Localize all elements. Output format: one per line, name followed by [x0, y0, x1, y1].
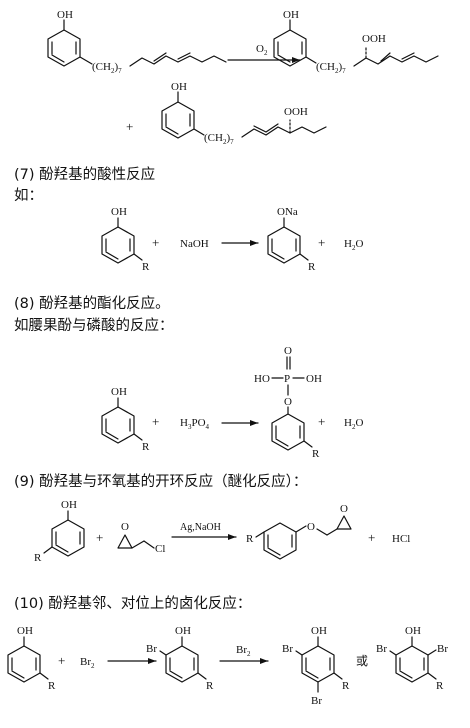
reaction-acidic: OH R + NaOH ONa R + H2O	[101, 206, 363, 273]
plus-sign: +	[152, 235, 159, 250]
or-label: 或	[356, 654, 368, 668]
oh-label: OH	[175, 625, 191, 637]
br-label: Br	[282, 643, 293, 655]
ooh-label: OOH	[284, 106, 308, 118]
plus-sign: +	[318, 235, 325, 250]
reaction-halogenation: OH R + Br2 OH Br R Br2 OH Br R Br 或 OH B…	[7, 625, 448, 707]
r-label: R	[342, 680, 350, 692]
oh-label: OH	[17, 625, 33, 637]
chain-label: (CH2)7	[316, 61, 346, 75]
r-label: R	[308, 261, 316, 273]
r-label: R	[48, 680, 56, 692]
product-phenol-ring: OH	[273, 9, 317, 67]
catalyst-label: Ag,NaOH	[180, 522, 221, 533]
oh-label: OH	[405, 625, 421, 637]
r-label: R	[206, 680, 214, 692]
br-label: Br	[437, 643, 448, 655]
p-label: P	[284, 373, 290, 385]
plus-sign: +	[152, 414, 159, 429]
oh-label: OH	[171, 81, 187, 93]
reaction-esterification: OH R + H3PO4 O HO P OH O R + H2O	[101, 345, 363, 460]
r-label: R	[34, 552, 42, 564]
br2-label: Br2	[236, 644, 251, 658]
hcl-label: HCl	[392, 533, 410, 545]
example-label: 如：	[14, 188, 43, 204]
ho-label: HO	[254, 373, 270, 385]
o-label: O	[284, 345, 292, 357]
oh-label: OH	[311, 625, 327, 637]
o-label: O	[121, 521, 129, 533]
section-9-heading: (9) 酚羟基与环氧基的开环反应（醚化反应）：	[14, 474, 308, 490]
br2-label: Br2	[80, 656, 95, 670]
water-label: H2O	[344, 238, 363, 252]
cl-label: Cl	[155, 543, 165, 555]
oh-label: OH	[111, 386, 127, 398]
reaction-oxidation: OH (CH2)7 O2 OH (CH2)7 OOH	[47, 9, 439, 75]
oh-label: OH	[283, 9, 299, 21]
section-10-heading: (10) 酚羟基邻、对位上的卤化反应：	[14, 596, 252, 612]
br-label: Br	[311, 695, 322, 707]
naoh-label: NaOH	[180, 238, 209, 250]
plus-sign: +	[318, 414, 325, 429]
oh-label: OH	[57, 9, 73, 21]
oh-label: OH	[306, 373, 322, 385]
r-label: R	[142, 261, 150, 273]
reaction-oxidation-product-2: + OH (CH2)7 OOH	[126, 81, 327, 146]
plus-sign: +	[368, 530, 375, 545]
o2-label: O2	[256, 43, 268, 57]
ona-label: ONa	[277, 206, 298, 218]
plus-sign: +	[96, 530, 103, 545]
o-label: O	[307, 521, 315, 533]
section-7-heading: (7) 酚羟基的酸性反应	[14, 167, 156, 183]
section-8-heading: (8) 酚羟基的酯化反应。	[14, 296, 170, 312]
o-label: O	[284, 396, 292, 408]
o-label: O	[340, 503, 348, 515]
br-label: Br	[146, 643, 157, 655]
section-8-subheading: 如腰果酚与磷酸的反应：	[14, 318, 174, 334]
r-label: R	[436, 680, 444, 692]
plus-sign: +	[126, 119, 133, 134]
h3po4-label: H3PO4	[180, 417, 210, 431]
br-label: Br	[376, 643, 387, 655]
oh-label: OH	[61, 499, 77, 511]
r-label: R	[312, 448, 320, 460]
chain-label: (CH2)7	[204, 132, 234, 146]
r-label: R	[246, 533, 254, 545]
plus-sign: +	[58, 653, 65, 668]
water-label: H2O	[344, 417, 363, 431]
reaction-etherification: OH R + O Cl Ag,NaOH R O O + HCl	[34, 499, 410, 564]
chain-label: (CH2)7	[92, 61, 122, 75]
r-label: R	[142, 441, 150, 453]
reactant-phenol-ring: OH	[47, 9, 93, 67]
ooh-label: OOH	[362, 33, 386, 45]
oh-label: OH	[111, 206, 127, 218]
